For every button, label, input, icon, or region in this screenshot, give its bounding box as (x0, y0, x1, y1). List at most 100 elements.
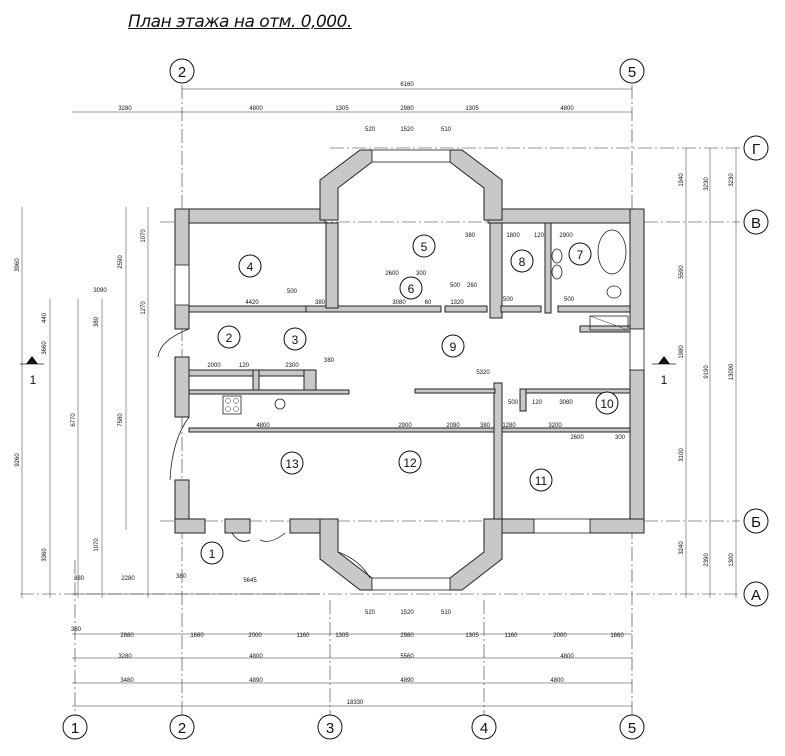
dim: 1305 (335, 633, 349, 639)
axis-label: 4 (480, 720, 488, 737)
dim: 1980 (679, 345, 685, 359)
svg-text:6: 6 (408, 282, 415, 296)
dim: 4800 (560, 106, 574, 112)
dim: 3080 (392, 300, 406, 306)
axis-label: Б (751, 514, 761, 531)
dim: 60 (425, 300, 432, 306)
dim: 500 (503, 297, 514, 303)
page-title: План этажа на отм. 0,000. (128, 12, 352, 32)
room-1: 1 (200, 541, 224, 565)
dim: 3100 (679, 448, 685, 462)
svg-text:9: 9 (450, 340, 457, 354)
axis-label: 5 (628, 64, 636, 81)
dim: 4890 (249, 678, 263, 684)
dim: 3230 (729, 173, 735, 187)
dim: 5320 (476, 370, 490, 376)
dim: 2300 (285, 363, 299, 369)
svg-text:8: 8 (519, 255, 526, 269)
dim: 500 (450, 283, 461, 289)
dim: 2280 (121, 576, 135, 582)
dimension-lines (21, 88, 737, 707)
room-5: 5 (412, 234, 436, 258)
axis-label: В (751, 215, 761, 232)
room-11: 11 (529, 468, 553, 492)
dim: 380 (315, 300, 326, 306)
dim: 2980 (400, 106, 414, 112)
dim: 260 (467, 283, 478, 289)
room-8: 8 (510, 249, 534, 273)
dim: 3660 (42, 341, 48, 355)
axis-markers-right: Г В Б А (743, 135, 769, 607)
dim: 3960 (15, 258, 21, 272)
dim: 3200 (548, 423, 562, 429)
room-3: 3 (283, 327, 307, 351)
dim: 3280 (118, 106, 132, 112)
axis-label: Г (752, 141, 760, 158)
dim: 4800 (550, 678, 564, 684)
dim: 380 (465, 233, 476, 239)
dim: 1305 (465, 633, 479, 639)
dim: 500 (287, 289, 298, 295)
dim-total-bottom: 18330 (347, 700, 364, 706)
svg-text:12: 12 (403, 456, 417, 470)
dim: 300 (615, 435, 626, 441)
svg-text:13: 13 (285, 457, 299, 471)
dim: 4800 (256, 423, 270, 429)
dim: 380 (324, 358, 335, 364)
dimension-texts: 6 1 60 3280 4800 1305 2980 1305 4800 520 1… (15, 82, 735, 706)
dim: 1160 (505, 633, 519, 639)
room-13: 13 (280, 451, 304, 475)
dim: 5590 (679, 265, 685, 279)
dim: 3080 (559, 400, 573, 406)
dim: 1305 (335, 106, 349, 112)
dim: 3230 (704, 177, 710, 191)
dim: 6770 (71, 413, 77, 427)
dim: 2390 (704, 553, 710, 567)
dim: 1800 (506, 233, 520, 239)
dim: 2900 (559, 233, 573, 239)
dim: 2880 (120, 633, 134, 639)
dim: 1270 (141, 301, 147, 315)
dim: 1160 (297, 633, 311, 639)
axis-markers-bottom: 1 2 3 4 5 (62, 714, 645, 740)
dim: 120 (532, 400, 543, 406)
dim: 9190 (704, 365, 710, 379)
room-2: 2 (217, 325, 241, 349)
axis-label: 3 (326, 720, 334, 737)
dim: 380 (480, 423, 491, 429)
dim: 520 (365, 610, 376, 616)
section-label: 1 (661, 373, 668, 387)
dim: 1520 (400, 127, 414, 133)
dim: 2000 (553, 633, 567, 639)
axis-label: 5 (628, 720, 636, 737)
svg-text:1: 1 (209, 547, 216, 561)
dim: 4800 (249, 106, 263, 112)
dim: 1070 (94, 538, 100, 552)
dim: 440 (42, 312, 48, 323)
section-marks: 1 1 (20, 356, 676, 387)
dim: 3480 (120, 678, 134, 684)
room-9: 9 (441, 334, 465, 358)
dim: 5560 (400, 654, 414, 660)
dim: 1660 (190, 633, 204, 639)
axis-label: 2 (178, 64, 186, 81)
room-6: 6 (399, 276, 423, 300)
axis-label: А (751, 587, 761, 604)
dim: 120 (534, 233, 545, 239)
svg-text:5: 5 (421, 240, 428, 254)
dim: 3090 (93, 288, 107, 294)
interior-walls (188, 222, 631, 520)
dim: 380 (71, 627, 82, 633)
exterior-walls (174, 149, 645, 591)
dim: 13090 (729, 363, 735, 380)
doors (157, 328, 371, 579)
dim: 3240 (679, 541, 685, 555)
dim: 500 (564, 297, 575, 303)
svg-text:7: 7 (577, 248, 584, 262)
svg-text:10: 10 (600, 397, 614, 411)
dim: 2900 (398, 423, 412, 429)
svg-text:11: 11 (535, 474, 548, 488)
room-labels: 1 2 3 4 5 6 7 8 9 10 11 12 13 (200, 234, 619, 565)
dim: 4800 (560, 654, 574, 660)
